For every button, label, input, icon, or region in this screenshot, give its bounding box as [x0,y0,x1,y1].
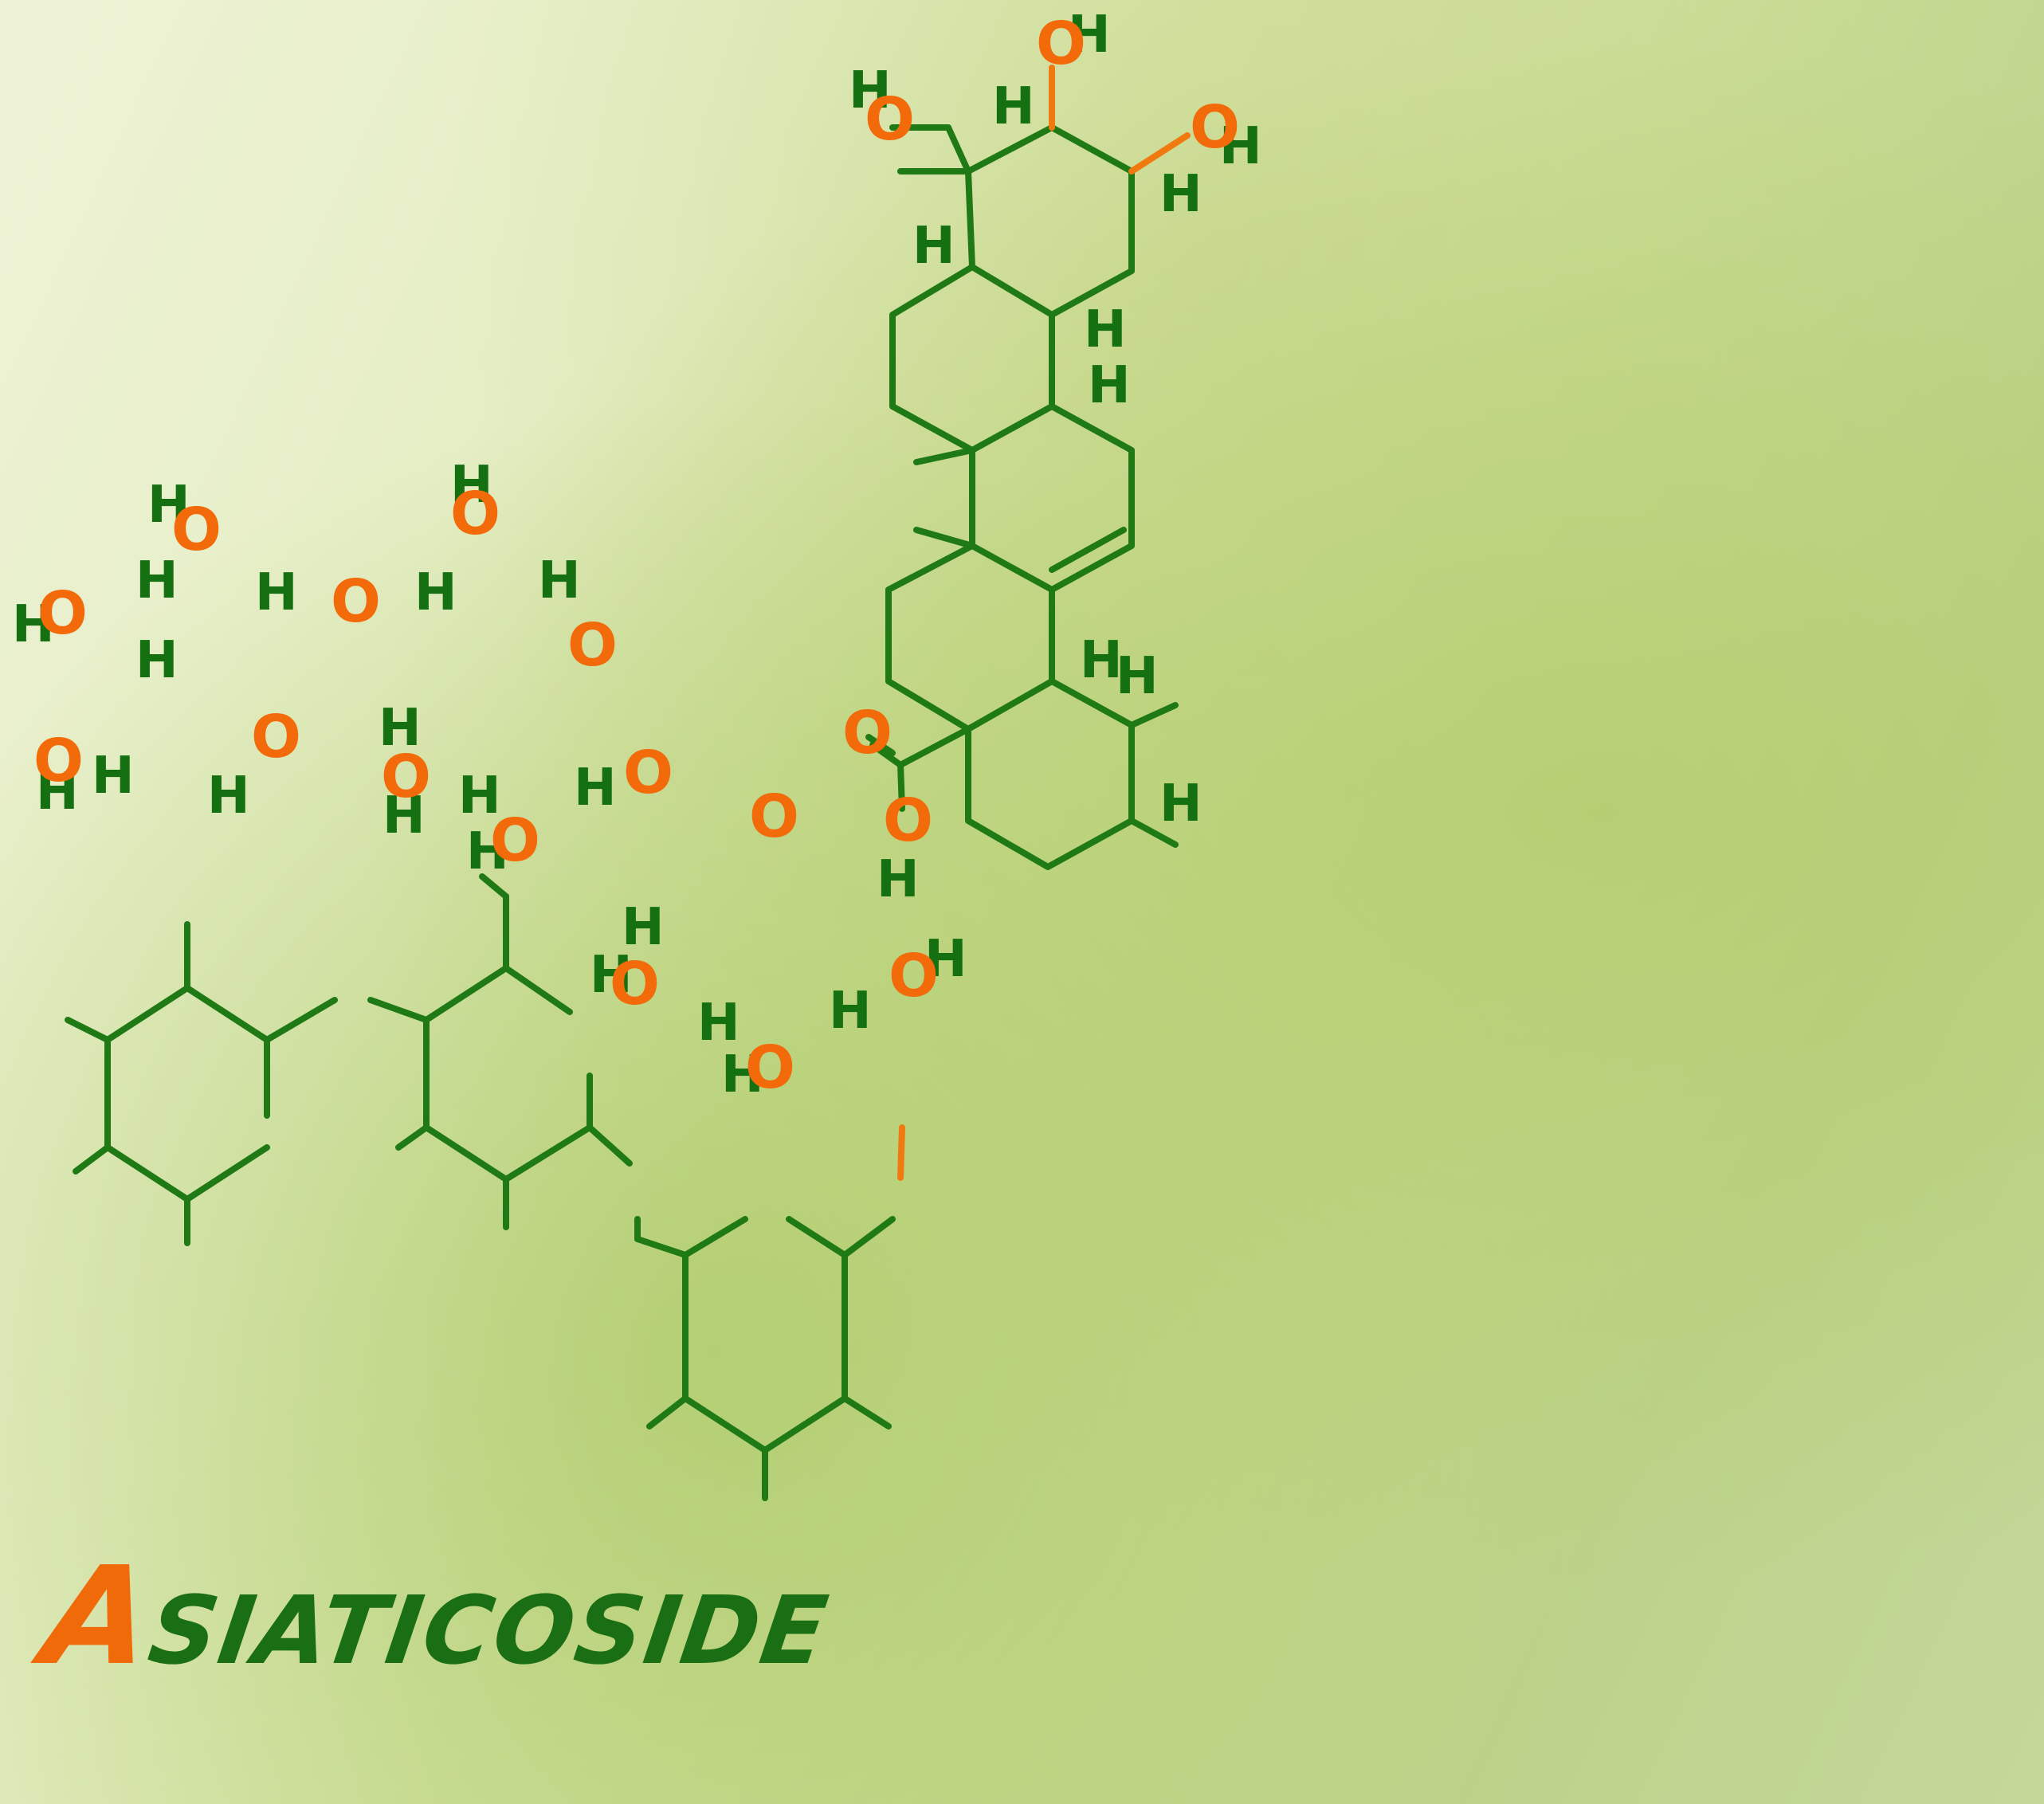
h-label: H [92,747,135,806]
o-label: O [251,703,301,771]
h-label: H [622,898,665,957]
h-label: H [135,631,179,690]
h-label: H [590,946,633,1005]
o-label: O [33,727,84,795]
o-label: O [1036,10,1086,78]
h-label: H [147,476,190,535]
h-label: H [697,994,740,1053]
o-label: O [381,743,431,811]
h-label: H [36,763,79,822]
h-label: H [1159,165,1202,224]
o-label: O [883,786,933,855]
h-label: H [992,77,1035,136]
h-label: H [912,217,955,276]
h-label: H [721,1045,764,1104]
h-label: H [1116,647,1159,706]
h-label: H [829,982,872,1041]
o-label: O [171,496,222,564]
o-label: O [745,1033,795,1102]
o-label: O [842,699,893,767]
h-label: H [450,456,493,515]
o-label: O [623,739,673,807]
oxygen-labels: O O O O O O O O O O O O O O O O O O O [33,10,1240,1102]
o-label: O [865,85,915,154]
compound-title: ASIATICOSIDE [34,1538,841,1696]
title-rest: SIATICOSIDE [142,1575,835,1685]
h-label: H [1068,6,1111,65]
h-label: H [207,767,250,826]
h-label: H [466,822,509,881]
h-label: H [379,699,422,758]
h-label: H [414,563,457,622]
h-label: H [12,595,55,654]
sugar-ring-1 [65,921,338,1246]
h-label: H [574,759,617,818]
o-label: O [610,950,660,1018]
h-label: H [877,850,920,909]
triterpene-core [865,65,1191,870]
h-label: H [383,786,426,845]
sugar-ring-3 [634,1124,905,1501]
h-label: H [538,551,581,610]
h-label: H [1219,117,1262,176]
o-label: O [749,782,799,851]
h-label: H [458,767,501,826]
hydrogen-labels: H H H H H H H H H H H H H H H H H H H H … [12,6,1262,1104]
h-label: H [924,930,967,989]
h-label: H [849,61,892,120]
h-label: H [1159,775,1202,833]
o-label: O [567,611,618,680]
h-label: H [1080,631,1123,690]
h-label: H [1088,356,1131,415]
o-label: O [450,480,500,548]
o-label: O [37,579,88,648]
h-label: H [1084,300,1127,359]
h-label: H [135,551,179,610]
o-label: O [490,806,540,875]
o-label: O [889,942,939,1010]
o-label: O [331,567,381,636]
sugar-ring-2 [367,873,633,1230]
h-label: H [255,563,298,622]
o-label: O [1190,93,1240,162]
